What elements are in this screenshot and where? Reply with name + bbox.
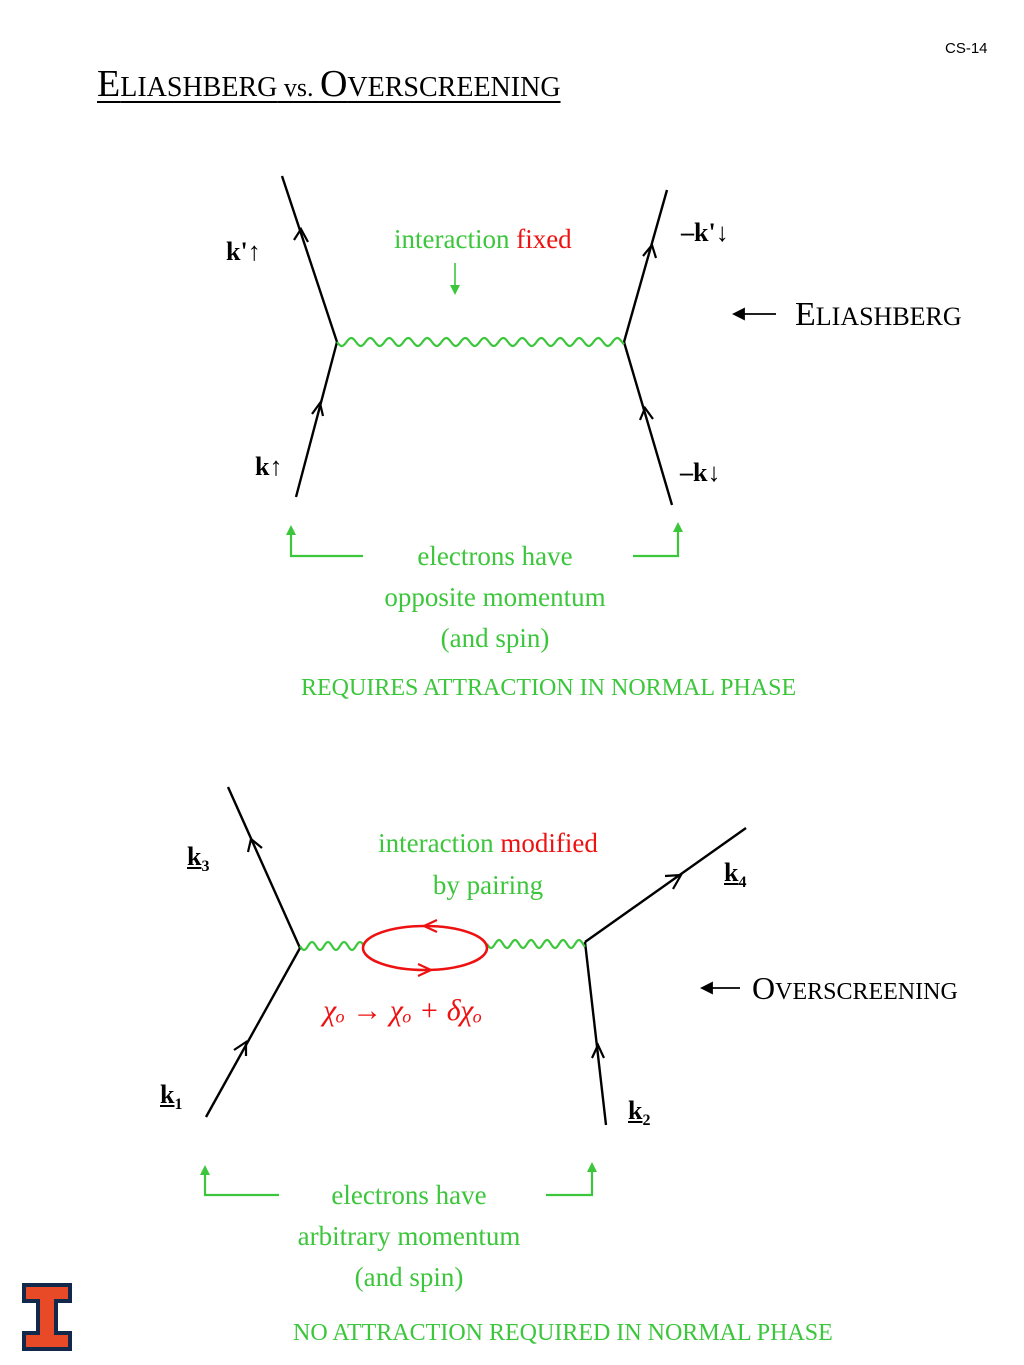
interaction-prefix: interaction bbox=[378, 828, 494, 858]
up-arrow-icon: ↑ bbox=[247, 237, 261, 266]
momentum-text: –k' bbox=[681, 218, 716, 247]
note-line: (and spin) bbox=[440, 623, 550, 653]
bubble-arrow-icon-bottom bbox=[417, 963, 434, 977]
bracket-left-top bbox=[286, 525, 363, 558]
eliashberg-side-label: ELIASHBERG bbox=[795, 296, 962, 334]
interaction-prefix: interaction bbox=[394, 224, 510, 254]
eliashberg-requirement: REQUIRES ATTRACTION IN NORMAL PHASE bbox=[301, 675, 797, 701]
momentum-text: k bbox=[160, 1080, 175, 1109]
note-line: electrons have bbox=[331, 1180, 487, 1210]
momentum-subscript: 1 bbox=[174, 1096, 183, 1114]
overscreening-note: electrons have arbitrary momentum (and s… bbox=[298, 1175, 521, 1298]
fermion-line-k2 bbox=[583, 941, 608, 1126]
fermion-arrow-icons bbox=[293, 226, 658, 421]
title-vs: vs. bbox=[277, 73, 320, 102]
title-rest-eliashberg: LIASHBERG bbox=[120, 72, 278, 103]
momentum-label-k-up: k↑ bbox=[255, 452, 282, 482]
fermion-line-k4 bbox=[584, 827, 747, 943]
momentum-label-minus-k-prime-down: –k'↓ bbox=[681, 218, 729, 248]
interaction-modified-label: interaction modified by pairing bbox=[378, 822, 598, 906]
interaction-fixed-label: interaction fixed bbox=[394, 224, 572, 255]
momentum-subscript: 4 bbox=[738, 874, 747, 892]
down-arrow-icon: ↓ bbox=[707, 458, 721, 487]
eliashberg-diagram bbox=[280, 175, 674, 506]
photon-wavy-line-right bbox=[486, 938, 586, 950]
title-rest-overscreening: VERSCREENING bbox=[347, 72, 561, 103]
interaction-highlight-modified: modified bbox=[500, 828, 598, 858]
momentum-subscript: 3 bbox=[201, 858, 210, 876]
momentum-text: –k bbox=[680, 458, 708, 487]
photon-wavy-line-fixed bbox=[336, 336, 625, 348]
overscreening-requirement: NO ATTRACTION REQUIRED IN NORMAL PHASE bbox=[293, 1320, 833, 1346]
title-initial-o: O bbox=[319, 63, 348, 105]
illinois-logo-icon bbox=[22, 1283, 72, 1351]
susceptibility-formula: χₒ → χₒ + δχₒ bbox=[323, 994, 482, 1027]
bracket-left-bottom bbox=[200, 1165, 279, 1197]
momentum-text: k bbox=[628, 1096, 643, 1125]
fermion-line-k-prime-up bbox=[280, 175, 339, 343]
fermion-line-k3 bbox=[226, 786, 302, 949]
overscreening-side-label: OVERSCREENING bbox=[752, 970, 958, 1007]
momentum-label-k3: k3 bbox=[187, 842, 209, 876]
title-initial-e: E bbox=[97, 63, 121, 105]
momentum-text: k bbox=[187, 842, 202, 871]
left-arrow-icon bbox=[699, 981, 740, 995]
momentum-label-k1: k1 bbox=[160, 1080, 182, 1114]
bracket-right-top bbox=[633, 522, 683, 558]
fermion-line-k-up bbox=[294, 341, 339, 498]
bubble-arrow-icon-top bbox=[421, 919, 438, 933]
up-arrow-icon: ↑ bbox=[269, 452, 283, 481]
left-arrow-icon bbox=[731, 307, 776, 321]
momentum-text: k bbox=[255, 452, 270, 481]
photon-wavy-line-left bbox=[299, 940, 365, 952]
momentum-text: k bbox=[724, 858, 739, 887]
interaction-highlight-fixed: fixed bbox=[516, 224, 572, 254]
momentum-subscript: 2 bbox=[642, 1112, 651, 1130]
bracket-right-bottom bbox=[546, 1162, 597, 1197]
label-rest: VERSCREENING bbox=[775, 979, 958, 1005]
momentum-text: k' bbox=[226, 237, 248, 266]
fermion-line-minus-k-prime-down bbox=[622, 189, 669, 343]
note-line: electrons have bbox=[417, 541, 573, 571]
overscreening-diagram bbox=[204, 786, 747, 1126]
label-initial: O bbox=[752, 970, 776, 1006]
slide-number: CS-14 bbox=[945, 40, 988, 57]
momentum-label-k2: k2 bbox=[628, 1096, 650, 1130]
page-title: ELIASHBERG vs. OVERSCREENING bbox=[97, 62, 561, 106]
momentum-label-minus-k-down: –k↓ bbox=[680, 458, 720, 488]
note-line: opposite momentum bbox=[384, 582, 606, 612]
interaction-line2: by pairing bbox=[432, 870, 544, 900]
fermion-line-k1 bbox=[204, 947, 302, 1118]
note-line: arbitrary momentum bbox=[297, 1221, 521, 1251]
eliashberg-note: electrons have opposite momentum (and sp… bbox=[384, 536, 605, 659]
momentum-label-k-prime-up: k'↑ bbox=[226, 237, 261, 267]
fermion-arrow-icons bbox=[233, 837, 683, 1059]
momentum-label-k4: k4 bbox=[724, 858, 746, 892]
pairing-bubble-loop bbox=[361, 924, 489, 972]
fermion-line-minus-k-down bbox=[622, 341, 674, 506]
label-rest: LIASHBERG bbox=[815, 302, 962, 331]
note-line: (and spin) bbox=[354, 1262, 464, 1292]
down-arrow-icon: ↓ bbox=[715, 218, 729, 247]
label-initial: E bbox=[795, 296, 816, 333]
